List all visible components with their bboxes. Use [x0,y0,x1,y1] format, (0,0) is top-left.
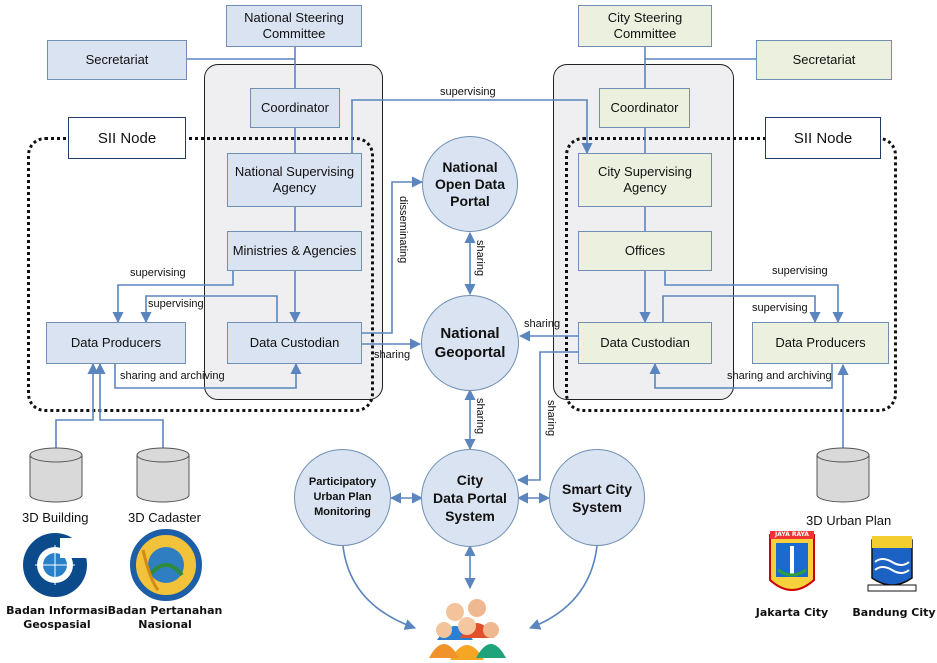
edge-label-sharing-custodian: sharing [374,349,411,361]
city-data-producers: Data Producers [752,322,889,364]
bandung-logo [867,536,917,592]
national-secretariat: Secretariat [47,40,187,80]
national-sii-node-boundary [27,137,374,412]
db-label-3d-urban-plan: 3D Urban Plan [806,513,892,528]
database-icon [136,447,190,503]
edge-label-supervising-right-2: supervising [752,302,808,314]
ministries-agencies: Ministries & Agencies [227,231,362,271]
national-coordinator: Coordinator [250,88,340,128]
big-logo [23,533,90,597]
edge-label-sharing-archiving-left: sharing and archiving [120,370,225,382]
edge-label-sharing-archiving-right: sharing and archiving [727,370,832,382]
big-logo-caption: Badan Informasi Geospasial [6,604,108,631]
national-steering-committee: National Steering Committee [226,5,362,47]
city-offices: Offices [578,231,712,271]
smart-city-system: Smart City System [549,449,645,546]
edge-label-sharing-city-geo: sharing [524,318,561,330]
edge-label-supervising-left-2: supervising [148,298,204,310]
edge-label-supervising-left-1: supervising [130,267,186,279]
national-data-custodian: Data Custodian [227,322,362,364]
city-supervising-agency: City Supervising Agency [578,153,712,207]
bandung-caption: Bandung City [852,606,936,619]
national-open-data-portal: National Open Data Portal [422,136,518,232]
database-icon [816,447,870,503]
participatory-urban-plan-monitoring: Participatory Urban Plan Monitoring [294,449,391,546]
edge-label-supervising-right-1: supervising [772,265,828,277]
city-steering-committee: City Steering Committee [578,5,712,47]
national-data-producers: Data Producers [46,322,186,364]
city-data-custodian: Data Custodian [578,322,712,364]
city-sii-node-boundary [565,137,897,412]
people-icon [429,599,506,660]
db-label-3d-building: 3D Building [22,510,89,525]
database-icon [29,447,83,503]
national-geoportal: National Geoportal [421,295,519,391]
city-sii-node: SII Node [765,117,881,159]
city-data-portal-system: City Data Portal System [421,449,519,547]
bpn-logo [130,529,202,601]
national-sii-node: SII Node [68,117,186,159]
city-coordinator: Coordinator [599,88,690,128]
jakarta-caption: Jakarta City [755,606,829,619]
bpn-logo-caption: Badan Pertanahan Nasional [107,604,223,631]
city-secretariat: Secretariat [756,40,892,80]
national-supervising-agency: National Supervising Agency [227,153,362,207]
db-label-3d-cadaster: 3D Cadaster [128,510,201,525]
edge-label-supervising-top: supervising [440,86,496,98]
jakarta-motto: JAYA RAYA [775,531,809,538]
jakarta-logo [769,531,815,591]
